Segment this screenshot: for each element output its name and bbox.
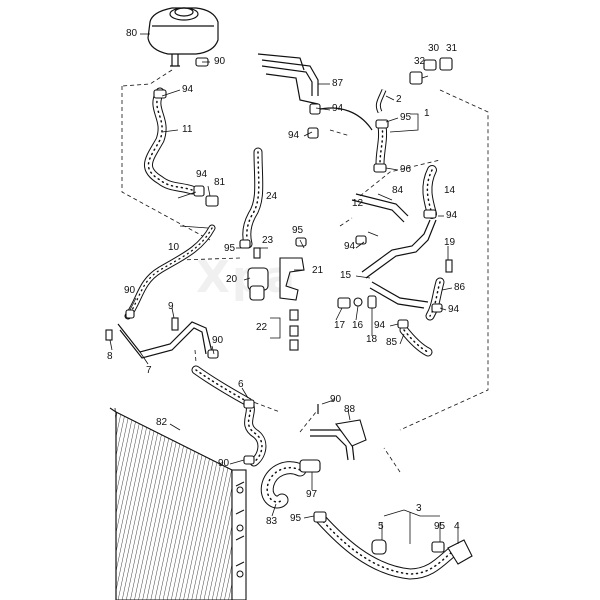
rigid-pipes <box>117 53 437 461</box>
label-9: 9 <box>168 301 174 312</box>
label-94-h: 94 <box>374 320 386 331</box>
label-87: 87 <box>332 78 344 89</box>
label-94-e: 94 <box>446 210 458 221</box>
label-90-tank: 90 <box>214 56 226 67</box>
label-95-a: 95 <box>400 112 412 123</box>
label-1: 1 <box>424 108 430 119</box>
label-94-g: 94 <box>448 304 460 315</box>
label-94-a: 94 <box>182 84 194 95</box>
hose-clamps <box>125 57 445 553</box>
label-17: 17 <box>334 320 346 331</box>
label-83: 83 <box>266 516 278 527</box>
label-6: 6 <box>238 379 244 390</box>
label-24: 24 <box>266 191 278 202</box>
label-16: 16 <box>352 320 364 331</box>
label-32: 32 <box>414 56 426 67</box>
label-leaders <box>109 33 459 544</box>
label-23: 23 <box>262 235 274 246</box>
label-85: 85 <box>386 337 398 348</box>
label-95-b: 95 <box>224 243 236 254</box>
label-97: 97 <box>306 489 318 500</box>
label-88: 88 <box>344 404 356 415</box>
leader-lines <box>114 69 489 473</box>
label-2: 2 <box>396 94 402 105</box>
label-80: 80 <box>126 28 138 39</box>
label-5: 5 <box>378 521 384 532</box>
label-82: 82 <box>156 417 168 428</box>
label-31: 31 <box>446 43 458 54</box>
label-94-c: 94 <box>332 103 344 114</box>
label-12: 12 <box>352 198 364 209</box>
label-4: 4 <box>454 521 460 532</box>
label-15: 15 <box>340 270 352 281</box>
label-90-b: 90 <box>212 335 224 346</box>
label-90-a: 90 <box>124 285 136 296</box>
label-86: 86 <box>454 282 466 293</box>
label-90-d: 90 <box>330 394 342 405</box>
label-90-c: 90 <box>218 458 230 469</box>
label-22: 22 <box>256 322 268 333</box>
label-95-d: 95 <box>290 513 302 524</box>
watermark: Xpa <box>196 252 298 303</box>
label-95-c: 95 <box>292 225 304 236</box>
label-30: 30 <box>428 43 440 54</box>
label-94-b: 94 <box>196 169 208 180</box>
components <box>105 57 473 565</box>
expansion-tank <box>147 7 219 67</box>
radiator <box>109 407 247 600</box>
label-18: 18 <box>366 334 378 345</box>
label-81: 81 <box>214 177 226 188</box>
label-19: 19 <box>444 237 456 248</box>
label-94-f: 94 <box>344 241 356 252</box>
label-95-e: 95 <box>434 521 446 532</box>
label-11: 11 <box>182 124 193 135</box>
label-20: 20 <box>226 274 238 285</box>
label-21: 21 <box>312 265 324 276</box>
label-8: 8 <box>107 351 113 362</box>
label-84: 84 <box>392 185 404 196</box>
label-14: 14 <box>444 185 456 196</box>
label-3: 3 <box>416 503 422 514</box>
label-7: 7 <box>146 365 152 376</box>
label-94-d: 94 <box>288 130 300 141</box>
label-96: 96 <box>400 164 412 175</box>
label-10: 10 <box>168 242 180 253</box>
